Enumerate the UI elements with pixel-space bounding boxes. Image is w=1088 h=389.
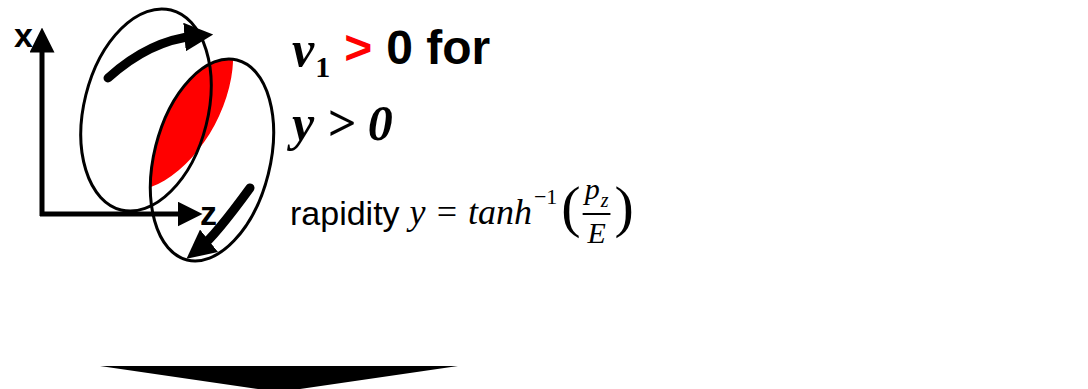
fraction-bar bbox=[583, 213, 611, 215]
formula-text: y = tanh bbox=[410, 194, 532, 230]
axis-label: z bbox=[200, 196, 217, 230]
subscript: 1 bbox=[315, 52, 330, 82]
axis-label: x bbox=[14, 18, 33, 52]
flow-symbol: v bbox=[292, 24, 314, 74]
nuclei bbox=[61, 0, 293, 274]
comparison-sign: > bbox=[344, 24, 372, 72]
superscript: −1 bbox=[534, 186, 557, 208]
subscript: z bbox=[601, 190, 609, 210]
down-arrow bbox=[100, 366, 458, 389]
fraction-denominator: E bbox=[587, 218, 605, 248]
parenthesis: ) bbox=[614, 178, 633, 236]
parenthesis: ( bbox=[561, 178, 580, 236]
rotation-arrows bbox=[108, 36, 250, 248]
fraction-numerator: p bbox=[585, 174, 600, 204]
definition-text: rapidity bbox=[290, 196, 400, 230]
condition-text: y > 0 bbox=[292, 98, 393, 148]
condition-text: 0 for bbox=[386, 24, 490, 72]
